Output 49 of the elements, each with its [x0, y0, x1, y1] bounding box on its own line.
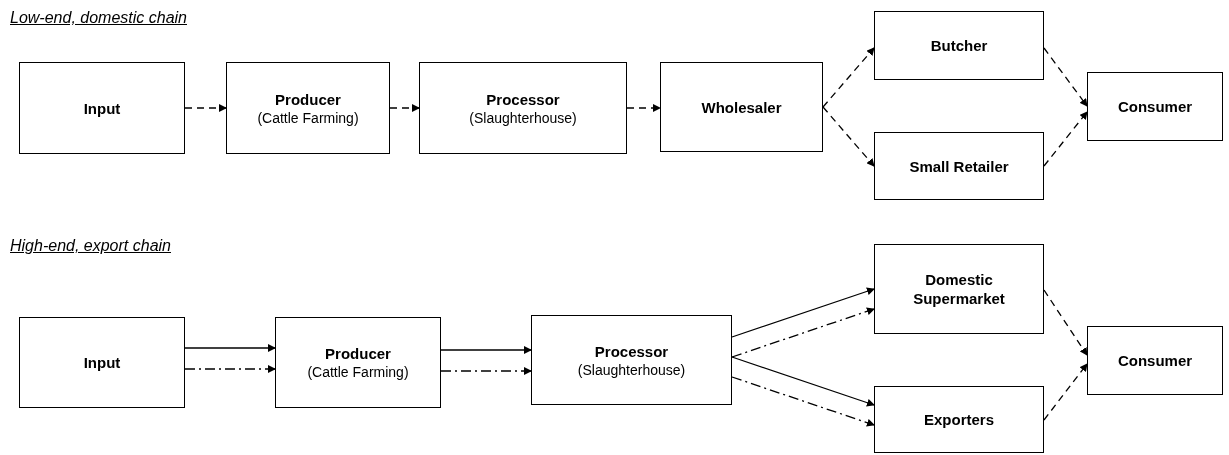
- arrow: [1043, 363, 1088, 421]
- arrow: [184, 344, 276, 352]
- process-box: [874, 132, 1044, 200]
- process-box: [275, 317, 441, 408]
- process-box: [19, 62, 185, 154]
- box-title: Consumer: [1117, 97, 1193, 116]
- arrow: [440, 367, 532, 375]
- box-title: Butcher: [930, 36, 988, 55]
- box-subtitle: (Slaughterhouse): [577, 360, 686, 379]
- box-title: Input: [83, 353, 121, 372]
- process-box: [19, 317, 185, 408]
- arrow: [731, 307, 875, 358]
- arrow: [731, 376, 875, 427]
- box-title: Processor: [594, 341, 669, 361]
- box-title: Consumer: [1117, 351, 1193, 370]
- process-box: [531, 315, 732, 405]
- arrow: [1043, 289, 1088, 356]
- arrow: [1043, 47, 1088, 107]
- arrow: [731, 287, 875, 338]
- arrow: [184, 365, 276, 373]
- box-title: Domestic Supermarket: [912, 270, 1006, 308]
- arrow: [626, 104, 661, 112]
- arrow: [731, 356, 875, 407]
- box-title: Processor: [486, 89, 560, 109]
- arrow: [822, 106, 875, 167]
- process-box: [1087, 72, 1223, 141]
- box-title: Small Retailer: [909, 156, 1009, 176]
- process-box: [1087, 326, 1223, 395]
- arrow: [822, 47, 875, 108]
- process-box: [419, 62, 627, 154]
- arrow: [440, 346, 532, 354]
- process-box: [226, 62, 390, 154]
- box-title: Input: [83, 98, 121, 118]
- box-title: Producer: [275, 89, 341, 109]
- box-title: Wholesaler: [701, 97, 782, 117]
- box-title: Producer: [325, 344, 391, 363]
- section-heading: Low-end, domestic chain: [10, 8, 187, 28]
- arrow: [389, 104, 420, 112]
- process-box: [874, 244, 1044, 334]
- process-box: [874, 386, 1044, 453]
- arrow: [1043, 111, 1088, 167]
- process-box: [874, 11, 1044, 80]
- section-heading: High-end, export chain: [10, 236, 171, 256]
- process-box: [660, 62, 823, 152]
- box-subtitle: (Cattle Farming): [257, 108, 359, 127]
- box-title: Exporters: [924, 410, 994, 429]
- arrow: [184, 104, 227, 112]
- box-subtitle: (Cattle Farming): [307, 363, 409, 381]
- box-subtitle: (Slaughterhouse): [469, 108, 577, 127]
